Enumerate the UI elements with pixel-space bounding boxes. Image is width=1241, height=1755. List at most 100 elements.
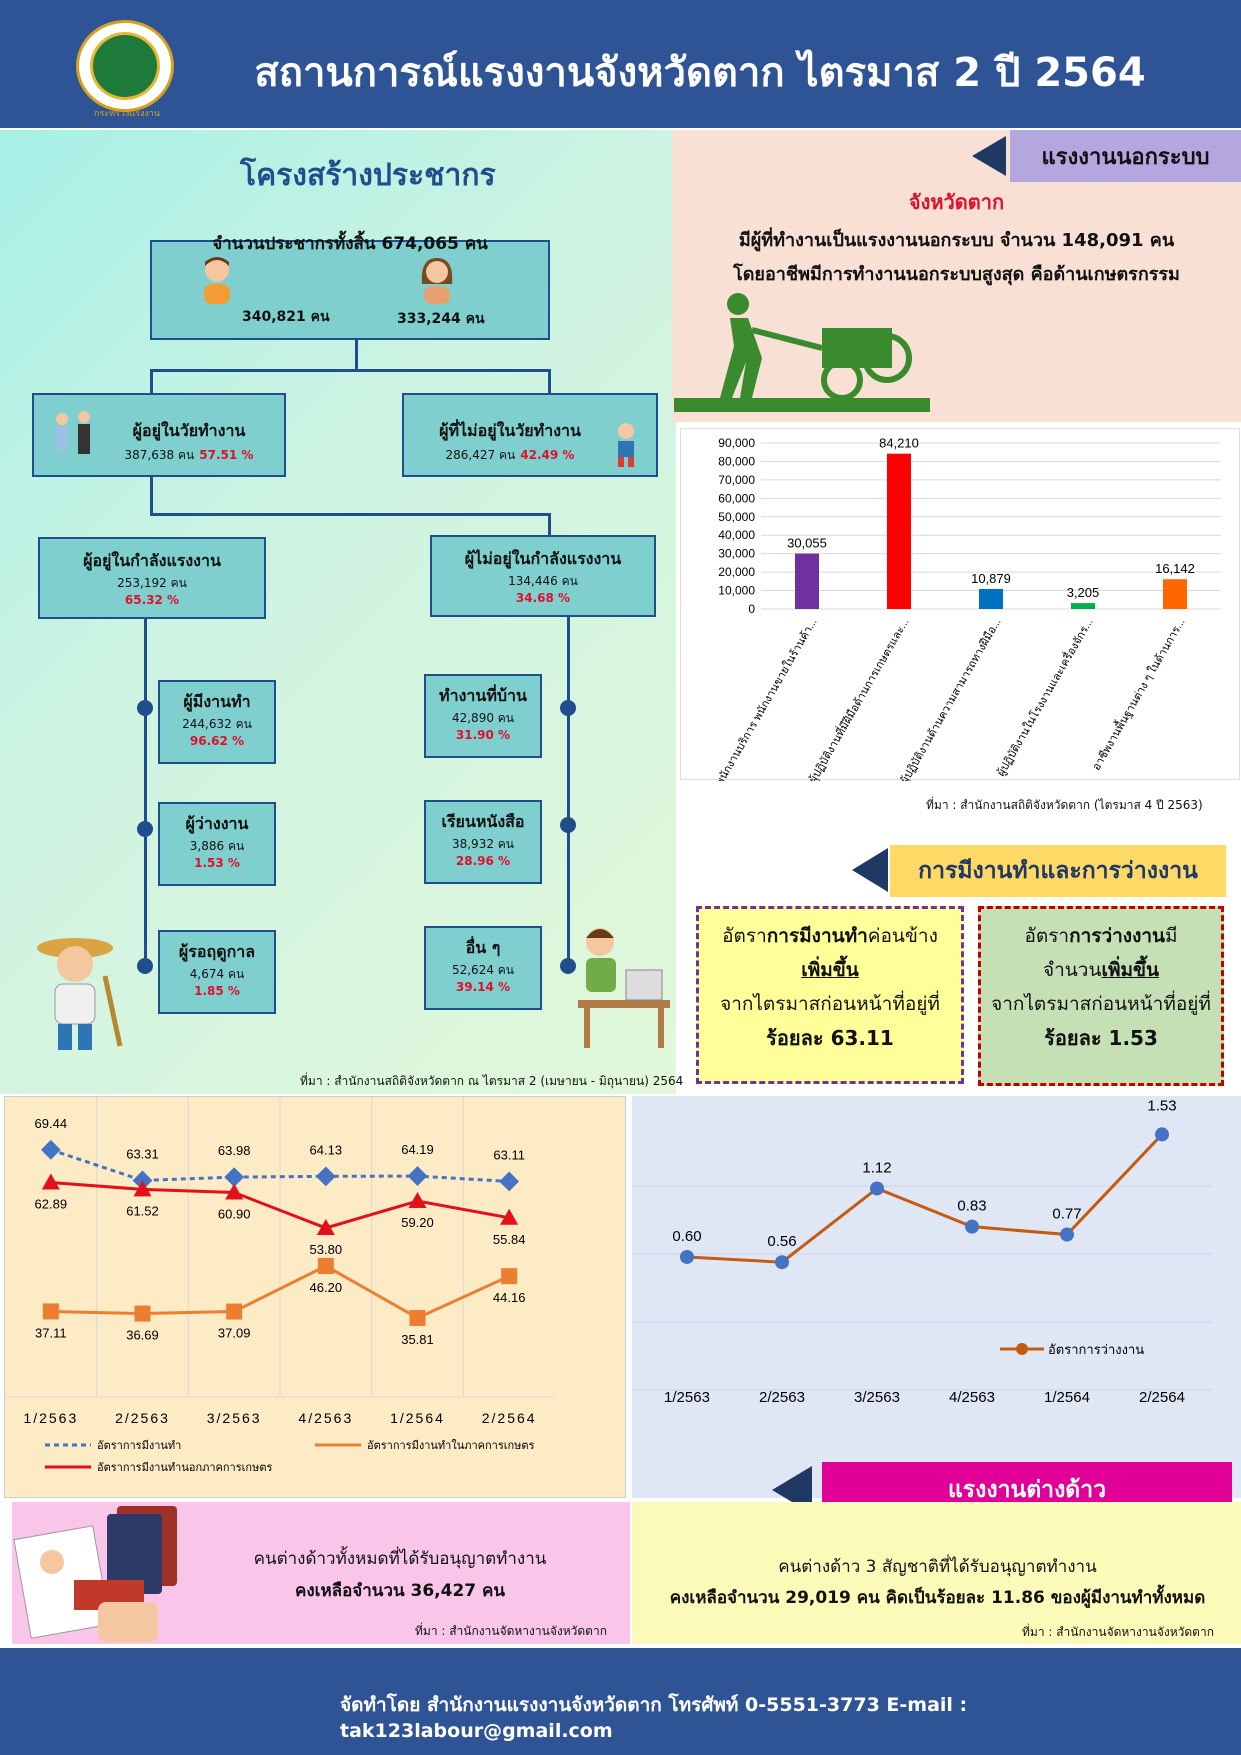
total-population: จำนวนประชากรทั้งสิ้น 674,065 คน	[212, 234, 488, 254]
bar	[1163, 579, 1187, 609]
unemp-bold: การว่างงาน	[1069, 925, 1166, 947]
working-age-count: 387,638 คน	[124, 448, 195, 462]
bar	[887, 453, 911, 609]
unemp-post: มี	[1165, 925, 1178, 947]
data-point	[409, 1309, 426, 1326]
foreign-right-panel	[632, 1502, 1241, 1644]
series-line	[50, 1181, 510, 1230]
data-point	[408, 1192, 427, 1208]
studying-box: เรียนหนังสือ 38,932 คน 28.96 %	[424, 800, 542, 884]
emp-value: ร้อยละ 63.11	[766, 1026, 894, 1050]
x-tick-label: 1/2564	[390, 1410, 445, 1426]
arrow-left-icon-2	[852, 848, 888, 892]
page-title: สถานการณ์แรงงานจังหวัดตาก ไตรมาส 2 ปี 25…	[254, 50, 1146, 96]
data-point	[41, 1173, 60, 1190]
data-label: 60.90	[218, 1207, 251, 1222]
y-tick-label: 10,000	[718, 584, 755, 598]
unemp-value: ร้อยละ 1.53	[1044, 1026, 1158, 1050]
bar-value-label: 3,205	[1067, 585, 1100, 600]
housework-count: 42,890 คน	[451, 711, 515, 725]
x-tick-label: 1/2564	[1044, 1389, 1090, 1406]
data-point	[317, 1258, 334, 1274]
unemployment-rate-box: อัตราการว่างงานมี จำนวนเพิ่มขึ้น จากไตรม…	[978, 906, 1224, 1086]
x-tick-label: 4/2563	[949, 1389, 995, 1406]
data-label: 63.31	[126, 1146, 159, 1161]
unemp-line2a: จำนวน	[1043, 959, 1102, 981]
emp-line3: จากไตรมาสก่อนหน้าที่อยู่ที่	[720, 993, 940, 1015]
series-line	[686, 1133, 1164, 1264]
category-label: ผู้ปฏิบัติงานในโรงงานและเครื่องจักร...	[993, 615, 1096, 778]
data-label: 0.56	[767, 1233, 796, 1250]
data-label: 1.12	[862, 1159, 891, 1176]
data-label: 44.16	[493, 1290, 526, 1305]
y-tick-label: 20,000	[718, 565, 755, 579]
occupation-bar-chart: 010,00020,00030,00040,00050,00060,00070,…	[713, 436, 1221, 788]
data-point	[680, 1249, 694, 1264]
total-population-box: 340,821 คน 333,244 คน	[150, 240, 550, 340]
labor-force-box: ผู้อยู่ในกำลังแรงงาน 253,192 คน 65.32 %	[38, 537, 266, 619]
not-labor-force-count: 134,446 คน	[508, 574, 578, 588]
data-point	[870, 1181, 884, 1196]
data-point	[501, 1268, 518, 1285]
foreign-left-source: ที่มา : สำนักงานจัดหางานจังหวัดตาก	[415, 1624, 607, 1638]
x-tick-label: 4/2563	[298, 1410, 353, 1426]
footer-text: จัดทำโดย สำนักงานแรงงานจังหวัดตาก โทรศัพ…	[340, 1694, 968, 1742]
bar-value-label: 10,879	[971, 571, 1011, 586]
logo-caption: กระทรวงแรงงาน	[94, 109, 160, 119]
data-point	[315, 1166, 336, 1187]
working-age-label: ผู้อยู่ในวัยทำงาน	[132, 421, 246, 440]
x-tick-label: 2/2563	[759, 1389, 805, 1406]
labor-force-pct: 65.32 %	[124, 593, 180, 607]
female-icon	[412, 254, 462, 304]
data-point	[134, 1305, 151, 1322]
bar-value-label: 84,210	[879, 436, 919, 451]
x-tick-label: 2/2564	[1139, 1389, 1185, 1406]
category-label: ผู้ปฏิบัติงานด้านความสามารถทางฝีมือ...	[898, 616, 1004, 781]
not-labor-force-box: ผู้ไม่อยู่ในกำลังแรงงาน 134,446 คน 34.68…	[430, 535, 656, 617]
data-label: 36.69	[126, 1328, 159, 1343]
data-point	[40, 1139, 61, 1160]
sewing-woman-illustration	[570, 920, 674, 1050]
y-tick-label: 80,000	[718, 454, 755, 468]
y-tick-label: 0	[748, 602, 755, 616]
y-tick-label: 90,000	[718, 436, 755, 450]
y-tick-label: 70,000	[718, 473, 755, 487]
x-tick-label: 2/2563	[115, 1410, 170, 1426]
data-label: 69.44	[35, 1116, 68, 1131]
farmer-tractor-icon	[672, 288, 932, 416]
data-point	[500, 1208, 519, 1225]
others-box: อื่น ๆ 52,624 คน 39.14 %	[424, 926, 542, 1010]
seasonal-label: ผู้รอฤดูกาล	[178, 942, 256, 961]
data-point	[407, 1166, 428, 1186]
arrow-left-icon	[972, 136, 1006, 176]
data-label: 0.77	[1052, 1206, 1081, 1223]
legend-label: อัตราการมีงานทำ	[97, 1439, 181, 1452]
employment-tag: การมีงานทำและการว่างงาน	[890, 845, 1226, 897]
foreign-right-line1: คนต่างด้าว 3 สัญชาติที่ได้รับอนุญาตทำงาน	[778, 1557, 1097, 1577]
informal-province: จังหวัดตาก	[908, 190, 1005, 214]
data-point	[42, 1303, 59, 1320]
data-point	[133, 1180, 152, 1197]
data-point	[775, 1255, 789, 1270]
seasonal-box: ผู้รอฤดูกาล 4,674 คน 1.85 %	[158, 930, 276, 1014]
bar	[979, 588, 1003, 609]
data-label: 46.20	[310, 1280, 343, 1295]
labor-force-count: 253,192 คน	[117, 576, 187, 590]
bar-value-label: 30,055	[787, 536, 827, 551]
not-labor-force-pct: 34.68 %	[515, 591, 571, 605]
non-working-age-box: ผู้ที่ไม่อยู่ในวัยทำงาน 286,427 คน 42.49…	[402, 393, 658, 477]
unemp-line3: จากไตรมาสก่อนหน้าที่อยู่ที่	[991, 993, 1211, 1015]
unemp-up: เพิ่มขึ้น	[1101, 959, 1159, 981]
data-point	[1155, 1127, 1169, 1142]
data-point	[1060, 1227, 1074, 1242]
x-tick-label: 3/2563	[854, 1389, 900, 1406]
employed-pct: 96.62 %	[189, 734, 245, 748]
non-working-age-pct: 42.49 %	[520, 448, 575, 462]
data-label: 1.53	[1147, 1097, 1176, 1114]
bar	[1071, 603, 1095, 609]
data-label: 61.52	[126, 1203, 159, 1218]
emp-post: ค่อนข้าง	[867, 925, 938, 947]
